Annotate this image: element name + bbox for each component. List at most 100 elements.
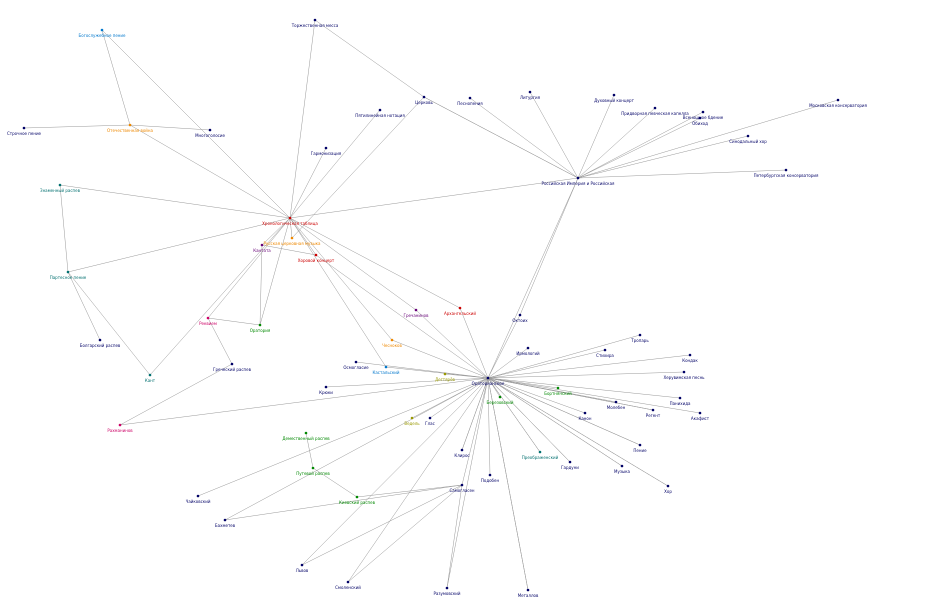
graph-node[interactable] (445, 586, 449, 590)
graph-node[interactable] (784, 168, 788, 172)
node-label: Литургия (520, 95, 540, 100)
graph-node[interactable] (638, 333, 642, 337)
graph-node[interactable] (354, 360, 358, 364)
graph-node[interactable] (422, 95, 426, 99)
graph-node[interactable] (206, 316, 210, 320)
graph-node[interactable] (468, 96, 472, 100)
graph-node[interactable] (460, 448, 464, 452)
node-label: Ведель (404, 421, 420, 426)
graph-edge (67, 217, 291, 273)
graph-node[interactable] (196, 494, 200, 498)
node-label: Обиход (692, 121, 708, 126)
graph-node[interactable] (414, 308, 418, 312)
graph-node[interactable] (638, 443, 642, 447)
graph-node[interactable] (614, 400, 618, 404)
graph-node[interactable] (620, 464, 624, 468)
graph-node[interactable] (98, 338, 102, 342)
graph-node[interactable] (698, 116, 702, 120)
graph-node[interactable] (612, 93, 616, 97)
graph-edge (391, 339, 489, 379)
graph-node[interactable] (390, 338, 394, 342)
graph-edge (577, 117, 701, 179)
node-label: Стихира (596, 353, 614, 358)
graph-node[interactable] (346, 580, 350, 584)
graph-node[interactable] (22, 126, 26, 130)
graph-node[interactable] (384, 365, 388, 369)
graph-node[interactable] (304, 431, 308, 435)
graph-node[interactable] (288, 216, 292, 220)
graph-edge (577, 135, 749, 179)
graph-node[interactable] (498, 395, 502, 399)
graph-node[interactable] (583, 411, 587, 415)
graph-edge (529, 91, 579, 179)
graph-edge (347, 377, 489, 583)
node-label: Песнопения (457, 101, 483, 106)
graph-node[interactable] (290, 236, 294, 240)
node-label: Киевский распев (339, 500, 375, 505)
graph-node[interactable] (603, 348, 607, 352)
graph-node[interactable] (324, 385, 328, 389)
graph-node[interactable] (526, 346, 530, 350)
graph-node[interactable] (526, 588, 530, 592)
graph-edge (67, 271, 101, 341)
graph-edge (259, 244, 263, 326)
graph-node[interactable] (666, 484, 670, 488)
graph-edge (487, 377, 571, 463)
graph-edge (423, 96, 579, 179)
graph-node[interactable] (324, 146, 328, 150)
node-label: Кантата (253, 248, 271, 253)
node-label: Духовный концерт (594, 98, 634, 103)
graph-node[interactable] (128, 123, 132, 127)
graph-node[interactable] (311, 466, 315, 470)
graph-node[interactable] (208, 128, 212, 132)
node-label: Архангельский (444, 311, 476, 316)
graph-node[interactable] (576, 176, 580, 180)
graph-edge (487, 377, 669, 487)
graph-node[interactable] (300, 563, 304, 567)
graph-edge (487, 377, 491, 476)
graph-node[interactable] (651, 408, 655, 412)
graph-node[interactable] (556, 386, 560, 390)
graph-node[interactable] (230, 362, 234, 366)
graph-node[interactable] (66, 270, 70, 274)
graph-node[interactable] (678, 396, 682, 400)
graph-node[interactable] (528, 90, 532, 94)
graph-edge (487, 177, 579, 379)
graph-node[interactable] (313, 18, 317, 22)
graph-node[interactable] (568, 460, 572, 464)
graph-node[interactable] (698, 411, 702, 415)
graph-node[interactable] (260, 243, 264, 247)
graph-node[interactable] (682, 370, 686, 374)
graph-node[interactable] (148, 373, 152, 377)
graph-node[interactable] (428, 416, 432, 420)
graph-node[interactable] (410, 416, 414, 420)
graph-node[interactable] (836, 98, 840, 102)
graph-node[interactable] (58, 183, 62, 187)
graph-edge (356, 484, 463, 498)
graph-node[interactable] (223, 518, 227, 522)
graph-edge (487, 371, 685, 379)
graph-node[interactable] (653, 106, 657, 110)
graph-node[interactable] (443, 372, 447, 376)
graph-node[interactable] (100, 28, 104, 32)
graph-node[interactable] (488, 473, 492, 477)
graph-node[interactable] (746, 134, 750, 138)
graph-node[interactable] (701, 110, 705, 114)
graph-node[interactable] (314, 253, 318, 257)
node-label: Партесное пение (49, 275, 87, 280)
graph-node[interactable] (460, 483, 464, 487)
graph-edge (487, 354, 691, 379)
graph-edge (261, 244, 317, 256)
node-label: Дегтярёв (435, 377, 455, 382)
graph-node[interactable] (118, 423, 122, 427)
node-label: Хоровой концерт (297, 258, 335, 263)
graph-node[interactable] (688, 353, 692, 357)
graph-node[interactable] (258, 323, 262, 327)
graph-node[interactable] (458, 306, 462, 310)
graph-node[interactable] (378, 108, 382, 112)
graph-node[interactable] (518, 313, 522, 317)
node-label: Преображенский (521, 455, 559, 460)
graph-node[interactable] (355, 495, 359, 499)
graph-node[interactable] (486, 376, 490, 380)
graph-node[interactable] (538, 450, 542, 454)
